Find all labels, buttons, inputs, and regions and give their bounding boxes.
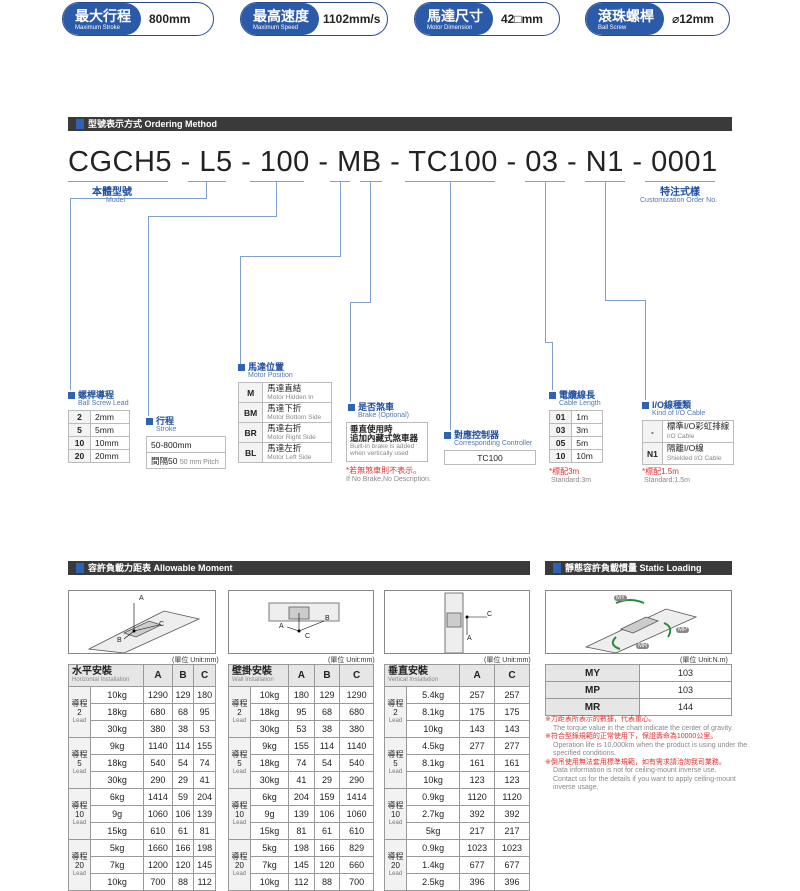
model-label: 本體型號	[92, 187, 132, 198]
model-code: CGCH5 - L5 - 100 - MB - TC100 - 03 - N1 …	[68, 146, 718, 178]
ordering-section-bar: 型號表示方式 Ordering Method	[68, 117, 732, 131]
static-notes: ※力距表所表示的數據，代表重心。 The torque value in the…	[545, 716, 748, 791]
brake-box: 垂直使用時 追加內藏式煞車器 Built-in brake is added w…	[346, 422, 428, 462]
custom-label-en: Customization Order No.	[640, 197, 718, 204]
stroke-table: 50-800mm 間隔50 50 mm Pitch	[146, 436, 226, 469]
horizontal-diagram: A C B	[68, 590, 216, 654]
static-section-bar: 靜態容許負載慣量 Static Loading Moment	[545, 561, 732, 587]
controller-table: TC100	[444, 450, 536, 465]
moment-section-bar: 容許負載力距表 Allowable Moment	[68, 561, 530, 575]
custom-label: 特注式樣	[660, 187, 700, 198]
vertical-diagram: A C	[384, 590, 530, 654]
static-diagram: MY MP MR	[545, 590, 732, 654]
wall-diagram: A B C	[228, 590, 374, 654]
model-label-en: Model	[106, 197, 126, 204]
